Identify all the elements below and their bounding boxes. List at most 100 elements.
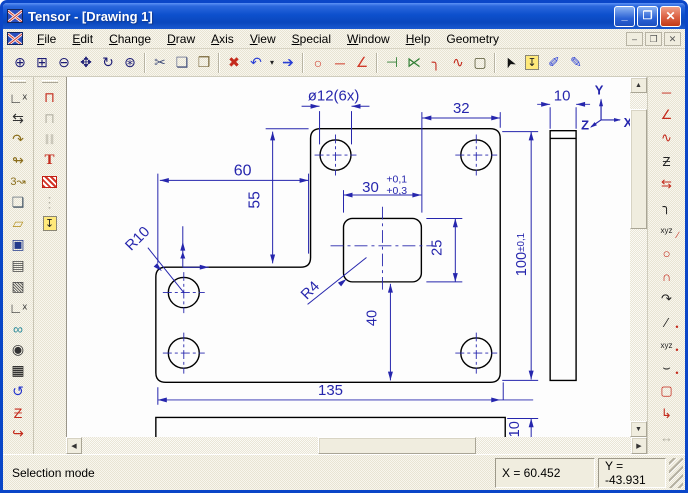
- pick-style-button[interactable]: ✐: [543, 52, 565, 74]
- draw-zigzag-button[interactable]: Ƶ: [654, 152, 680, 170]
- move-axis-button[interactable]: ⇆: [6, 108, 30, 129]
- vertical-scroll-track[interactable]: [630, 93, 647, 421]
- draw-parallel-button[interactable]: ⇆: [654, 175, 680, 193]
- circle-tool-button[interactable]: ○: [307, 52, 329, 74]
- dimension-horizontal-button[interactable]: ⊓: [38, 87, 62, 108]
- draw-curved-arrow-button[interactable]: ↷: [654, 290, 680, 308]
- menu-change[interactable]: Change: [109, 31, 152, 46]
- zoom-extents-button[interactable]: ⊛: [119, 52, 141, 74]
- side-view-outline[interactable]: [549, 129, 577, 382]
- menu-file[interactable]: File: [37, 31, 57, 46]
- draw-rounded-rect-button[interactable]: ▢: [654, 382, 680, 400]
- menu-geometry[interactable]: Geometry: [446, 31, 500, 46]
- undo-dropdown-button[interactable]: ▾: [267, 52, 277, 74]
- new-drawing-button[interactable]: ❏: [6, 192, 30, 213]
- horizontal-scrollbar[interactable]: ◀ ▶: [66, 437, 647, 454]
- divider-disabled-button[interactable]: ⋮: [38, 192, 62, 213]
- resize-grip[interactable]: [669, 458, 683, 488]
- text-tool-button[interactable]: T: [38, 150, 62, 171]
- line-tool-button[interactable]: ─: [329, 52, 351, 74]
- draw-xyz-line-button[interactable]: xyz∕: [654, 221, 680, 240]
- plumb-tool-button[interactable]: ↧: [38, 213, 62, 234]
- menu-special[interactable]: Special: [291, 31, 331, 46]
- zoom-out-button[interactable]: ⊖: [53, 52, 75, 74]
- maximize-button[interactable]: ❐: [637, 5, 658, 27]
- copy-button[interactable]: ❏: [171, 52, 193, 74]
- scroll-down-button[interactable]: ▼: [630, 421, 647, 437]
- draw-line-button[interactable]: ─: [654, 83, 680, 101]
- extend-tool-button[interactable]: ⋉: [403, 52, 425, 74]
- dimension-horizontal-disabled-button[interactable]: ⊓: [38, 108, 62, 129]
- scroll-left-button[interactable]: ◀: [66, 437, 82, 454]
- zoom-in-button[interactable]: ⊕: [9, 52, 31, 74]
- angle-tool-button[interactable]: ∠: [351, 52, 373, 74]
- view-options-button[interactable]: ∞: [6, 318, 30, 339]
- cut-button[interactable]: ✂: [149, 52, 171, 74]
- dimension-vertical-disabled-button[interactable]: ∥∥: [38, 129, 62, 150]
- draw-line-point-button[interactable]: ∕•: [654, 313, 680, 332]
- axis-origin-button[interactable]: ∟ˣ: [6, 87, 30, 108]
- draw-xyz-point-button[interactable]: xyz•: [654, 336, 680, 355]
- horizontal-scroll-track[interactable]: [82, 437, 631, 454]
- select-mode-button[interactable]: ➤: [499, 52, 521, 74]
- scroll-up-button[interactable]: ▲: [630, 77, 647, 93]
- print-preview-button[interactable]: ▧: [6, 276, 30, 297]
- print-button[interactable]: ▤: [6, 255, 30, 276]
- draw-tangent-arc-button[interactable]: ∿: [654, 129, 680, 147]
- coordinate-system-button[interactable]: ∟ˣ: [6, 297, 30, 318]
- menu-axis[interactable]: Axis: [211, 31, 234, 46]
- trim-tool-button[interactable]: ⊣: [381, 52, 403, 74]
- title-bar[interactable]: Tensor - [Drawing 1] _ ❐ ✕: [3, 3, 685, 29]
- mdi-close-button[interactable]: ✕: [664, 31, 681, 46]
- menu-window[interactable]: Window: [347, 31, 390, 46]
- mdi-restore-button[interactable]: ❐: [645, 31, 662, 46]
- grid-points-button[interactable]: ▦: [6, 360, 30, 381]
- measure-plumb-button[interactable]: ↧: [521, 52, 543, 74]
- corner-tool-button[interactable]: ╮: [425, 52, 447, 74]
- redo-button[interactable]: ➔: [277, 52, 299, 74]
- app-logo-icon: [7, 9, 23, 23]
- scroll-right-button[interactable]: ▶: [631, 437, 647, 454]
- arc-tool-button[interactable]: ∿: [447, 52, 469, 74]
- drawing-canvas[interactable]: ø12(6x) 32 10 60 55 30 +0,1 +0,3 25 40 1…: [66, 77, 630, 437]
- zoom-window-button[interactable]: ⊞: [31, 52, 53, 74]
- bottom-view-outline[interactable]: [155, 416, 506, 437]
- menu-view[interactable]: View: [249, 31, 276, 46]
- paste-button[interactable]: ❒: [193, 52, 215, 74]
- curve-arrow-button[interactable]: ↪: [6, 423, 30, 444]
- menu-help[interactable]: Help: [405, 31, 431, 46]
- palette-grip[interactable]: [10, 80, 26, 83]
- refresh-view-button[interactable]: ↻: [97, 52, 119, 74]
- menu-edit[interactable]: Edit: [72, 31, 94, 46]
- close-button[interactable]: ✕: [660, 5, 681, 27]
- axis-3d-button[interactable]: 3↝: [6, 171, 30, 192]
- measure-distance-disabled-button[interactable]: ↔: [654, 428, 680, 446]
- draw-rounded-corner-button[interactable]: ∩: [654, 267, 680, 285]
- menu-draw[interactable]: Draw: [167, 31, 196, 46]
- rotate-view-button[interactable]: ↺: [6, 381, 30, 402]
- draw-fillet-arrow-button[interactable]: ↳: [654, 405, 680, 423]
- horizontal-scroll-thumb[interactable]: [318, 437, 476, 454]
- z-axis-button[interactable]: Ƶ: [6, 402, 30, 423]
- draw-circle-button[interactable]: ○: [654, 244, 680, 262]
- save-drawing-button[interactable]: ▣: [6, 234, 30, 255]
- apply-style-button[interactable]: ✎: [565, 52, 587, 74]
- rotate-axis-button[interactable]: ↷: [6, 129, 30, 150]
- minimize-button[interactable]: _: [614, 5, 635, 27]
- delete-button[interactable]: ✖: [223, 52, 245, 74]
- draw-angle-button[interactable]: ∠: [654, 106, 680, 124]
- palette-grip[interactable]: [41, 80, 58, 83]
- open-drawing-button[interactable]: ▱: [6, 213, 30, 234]
- vertical-scroll-thumb[interactable]: [630, 109, 647, 229]
- mdi-minimize-button[interactable]: –: [626, 31, 643, 46]
- pan-button[interactable]: ✥: [75, 52, 97, 74]
- undo-button[interactable]: ↶: [245, 52, 267, 74]
- draw-corner-fillet-button[interactable]: ╮: [654, 198, 680, 216]
- fillet-rect-tool-button[interactable]: ▢: [469, 52, 491, 74]
- vertical-scrollbar[interactable]: ▲ ▼: [630, 77, 647, 437]
- hatch-tool-button[interactable]: [38, 171, 62, 192]
- draw-arc-point-button[interactable]: ⌣•: [654, 359, 680, 378]
- view-zoom-button[interactable]: ◉: [6, 339, 30, 360]
- plate-outline[interactable]: [155, 128, 501, 384]
- transform-axis-button[interactable]: ↬: [6, 150, 30, 171]
